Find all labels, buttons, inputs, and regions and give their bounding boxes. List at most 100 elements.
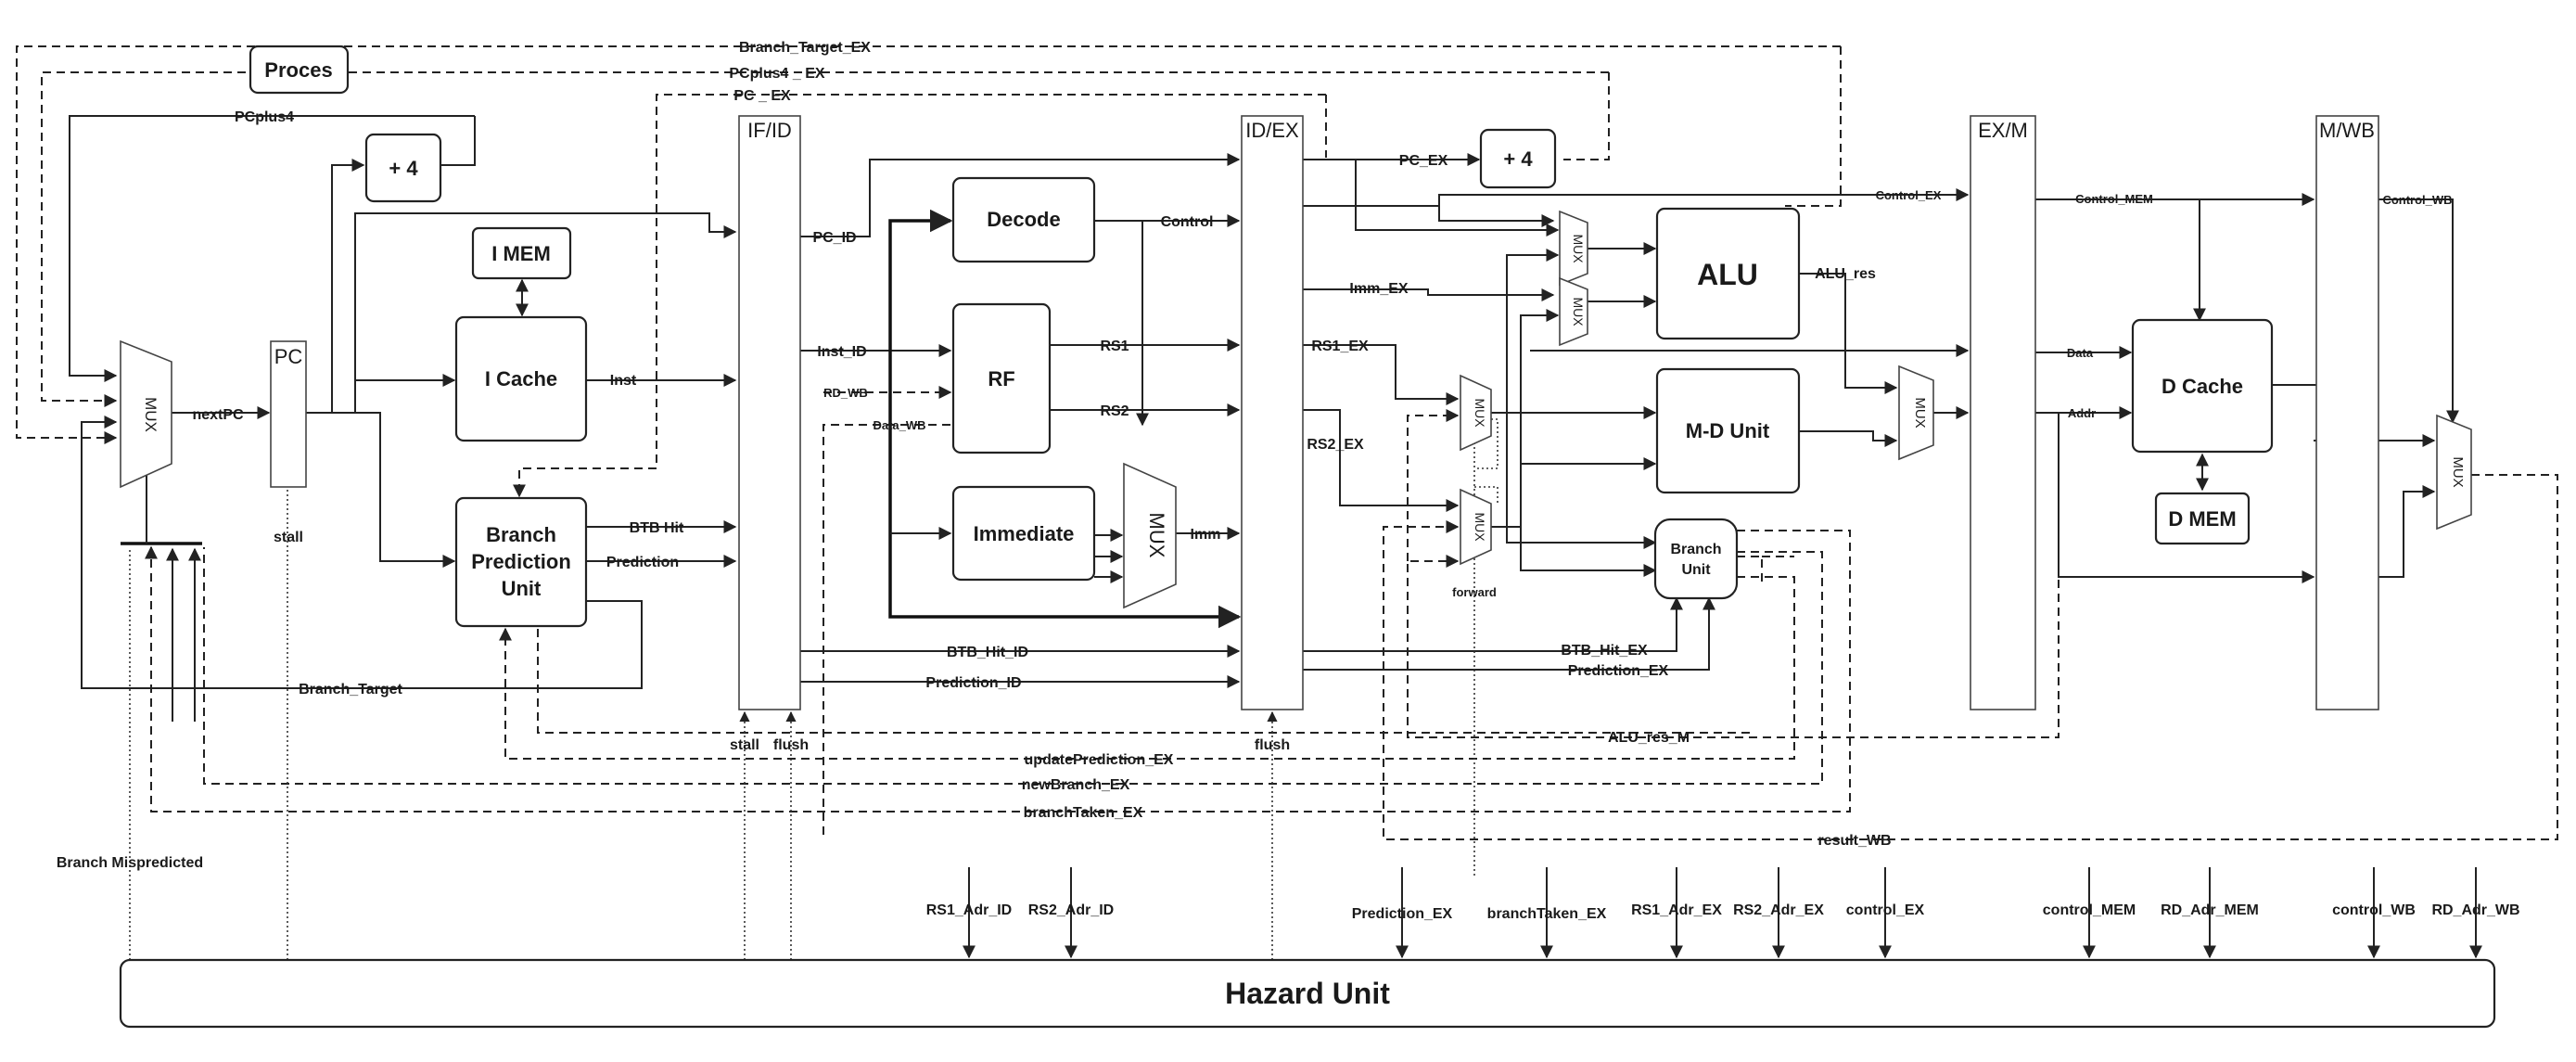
branch-unit-block: Branch Unit — [1653, 518, 1739, 600]
svg-text:RS1_Adr_ID: RS1_Adr_ID — [926, 902, 1012, 918]
svg-text:Unit: Unit — [502, 577, 542, 600]
svg-text:Imm: Imm — [1191, 527, 1221, 543]
ifid-register: IF/ID — [738, 115, 801, 710]
svg-text:RD_Adr_WB: RD_Adr_WB — [2431, 902, 2519, 918]
svg-text:Data: Data — [2067, 346, 2094, 360]
decode-block: Decode — [951, 176, 1096, 263]
svg-text:Unit: Unit — [1681, 562, 1711, 578]
imm-mux: MUX — [1123, 462, 1177, 609]
svg-text:RS2: RS2 — [1100, 403, 1129, 419]
svg-text:Immediate: Immediate — [974, 522, 1075, 545]
hazard-input-labels: RS1_Adr_ID RS2_Adr_ID Prediction_EX bran… — [926, 902, 2520, 922]
svg-text:RD_Adr_MEM: RD_Adr_MEM — [2161, 902, 2259, 918]
wires — [16, 45, 2558, 960]
svg-text:+ 4: + 4 — [389, 157, 418, 180]
svg-text:Addr: Addr — [2068, 406, 2096, 420]
svg-text:PC _ EX: PC _ EX — [733, 88, 791, 104]
svg-text:forward: forward — [1452, 585, 1497, 599]
icache-block: I Cache — [454, 315, 588, 442]
md-unit-block: M-D Unit — [1655, 367, 1801, 494]
svg-text:RD_WB: RD_WB — [823, 386, 868, 400]
svg-text:Control: Control — [1161, 214, 1214, 230]
svg-text:Branch Mispredicted: Branch Mispredicted — [57, 855, 203, 871]
svg-text:IF/ID: IF/ID — [747, 119, 792, 142]
svg-text:Prediction: Prediction — [471, 550, 571, 573]
svg-text:Branch: Branch — [1670, 542, 1721, 557]
svg-text:control_WB: control_WB — [2332, 902, 2416, 918]
svg-text:MUX: MUX — [1571, 234, 1586, 263]
svg-text:result_WB: result_WB — [1817, 833, 1891, 849]
svg-text:Prediction_EX: Prediction_EX — [1352, 906, 1453, 922]
svg-text:M/WB: M/WB — [2319, 119, 2375, 142]
svg-text:Branch_Target: Branch_Target — [299, 682, 402, 697]
svg-text:ALU_res: ALU_res — [1815, 266, 1876, 282]
svg-text:stall: stall — [274, 530, 303, 545]
svg-text:RS2_Adr_EX: RS2_Adr_EX — [1733, 902, 1824, 918]
alu-mux-a: MUX — [1559, 210, 1588, 287]
svg-text:Prediction_ID: Prediction_ID — [925, 675, 1021, 691]
pc-register: PC — [270, 340, 307, 488]
next-pc-mux: MUX — [120, 339, 172, 489]
plus4-ex-block: + 4 — [1479, 128, 1557, 189]
svg-text:branchTaken_EX: branchTaken_EX — [1024, 805, 1143, 821]
imem-block: I MEM — [471, 226, 572, 280]
svg-text:newBranch_EX: newBranch_EX — [1022, 777, 1130, 793]
alu-block: ALU — [1655, 207, 1801, 340]
svg-text:nextPC: nextPC — [192, 407, 244, 423]
svg-text:Inst_ID: Inst_ID — [817, 344, 866, 360]
wb-mux: MUX — [2436, 414, 2472, 531]
svg-text:PC: PC — [274, 345, 303, 368]
svg-text:MUX: MUX — [1571, 297, 1586, 326]
svg-text:Imm_EX: Imm_EX — [1349, 281, 1408, 297]
svg-text:+ 4: + 4 — [1503, 147, 1533, 171]
svg-text:RS1: RS1 — [1100, 339, 1129, 354]
svg-text:RS2_Adr_ID: RS2_Adr_ID — [1028, 902, 1114, 918]
ex-result-mux: MUX — [1898, 365, 1934, 461]
svg-text:control_MEM: control_MEM — [2043, 902, 2136, 918]
svg-text:PC_ID: PC_ID — [812, 230, 856, 246]
svg-text:ALU_res_M: ALU_res_M — [1608, 730, 1690, 746]
rf-block: RF — [951, 302, 1052, 454]
svg-text:RS1_Adr_EX: RS1_Adr_EX — [1631, 902, 1722, 918]
svg-text:Decode: Decode — [987, 208, 1060, 231]
svg-text:MUX: MUX — [1473, 398, 1487, 428]
svg-text:Hazard Unit: Hazard Unit — [1225, 977, 1390, 1010]
idex-register: ID/EX — [1241, 115, 1304, 710]
svg-text:Data_WB: Data_WB — [873, 418, 925, 432]
svg-text:flush: flush — [1255, 737, 1290, 753]
forward-mux-rs1: MUX — [1460, 374, 1492, 452]
svg-text:MUX: MUX — [142, 397, 159, 432]
mwb-register: M/WB — [2315, 115, 2379, 710]
svg-text:PCplus4: PCplus4 — [235, 109, 294, 125]
forward-mux-rs2: MUX — [1460, 488, 1492, 566]
svg-text:control_EX: control_EX — [1846, 902, 1925, 918]
svg-text:Control_MEM: Control_MEM — [2075, 192, 2153, 206]
svg-text:BTB Hit: BTB Hit — [630, 520, 684, 536]
svg-text:MUX: MUX — [2450, 456, 2466, 487]
svg-text:flush: flush — [773, 737, 809, 753]
hazard-unit-block: Hazard Unit — [119, 958, 2496, 1029]
exm-register: EX/M — [1970, 115, 2036, 710]
svg-text:Control_WB: Control_WB — [2382, 193, 2452, 207]
svg-text:Proces: Proces — [264, 58, 332, 82]
svg-text:I MEM: I MEM — [491, 242, 551, 265]
svg-text:updatePrediction_EX: updatePrediction_EX — [1025, 752, 1174, 768]
signal-labels: Branch_Target_EX PCplus4 _ EX PC _ EX PC… — [57, 40, 2453, 871]
svg-text:MUX: MUX — [1473, 512, 1487, 542]
svg-text:Prediction_EX: Prediction_EX — [1568, 663, 1669, 679]
svg-text:BTB_Hit_ID: BTB_Hit_ID — [947, 645, 1028, 660]
svg-text:MUX: MUX — [1912, 397, 1928, 428]
proces-block: Proces — [249, 45, 350, 95]
svg-text:branchTaken_EX: branchTaken_EX — [1487, 906, 1607, 922]
alu-mux-b: MUX — [1559, 276, 1588, 347]
svg-text:ID/EX: ID/EX — [1245, 119, 1299, 142]
svg-text:BTB_Hit_EX: BTB_Hit_EX — [1561, 643, 1648, 659]
svg-text:EX/M: EX/M — [1978, 119, 2028, 142]
branch-prediction-unit: Branch Prediction Unit — [454, 496, 588, 628]
svg-text:PC_EX: PC_EX — [1399, 153, 1448, 169]
svg-text:I Cache: I Cache — [485, 367, 557, 390]
svg-text:ALU: ALU — [1697, 258, 1758, 291]
svg-text:MUX: MUX — [1145, 513, 1168, 558]
svg-text:Branch: Branch — [486, 523, 556, 546]
